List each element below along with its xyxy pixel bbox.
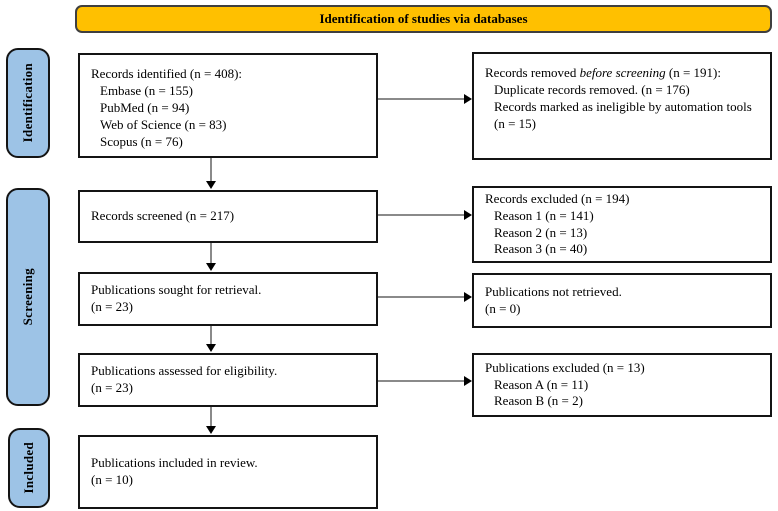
box-title: Publications excluded (n = 13) [485, 359, 645, 375]
box-item: Duplicate records removed. (n = 176) [494, 81, 690, 97]
banner-identification-via-databases: Identification of studies via databases [75, 5, 772, 33]
arrow-head-down-icon [206, 426, 216, 434]
stage-label-text: Screening [20, 268, 35, 326]
box-title: Records identified (n = 408): [91, 66, 243, 81]
arrow-shaft [378, 380, 465, 382]
publications-included-box: Publications included in review. (n = 10… [78, 435, 378, 509]
publications-assessed-box: Publications assessed for eligibility. (… [78, 353, 378, 407]
box-item: Reason 1 (n = 141) [494, 207, 594, 223]
arrow-head-down-icon [206, 263, 216, 271]
publications-not-retrieved-box: Publications not retrieved. (n = 0) [472, 273, 772, 328]
arrow-head-down-icon [206, 181, 216, 189]
arrow-shaft [378, 296, 465, 298]
arrow-head-right-icon [464, 94, 472, 104]
title-prefix: Records removed [485, 65, 580, 80]
box-item: Scopus (n = 76) [100, 133, 183, 149]
box-item: Reason B (n = 2) [494, 393, 583, 409]
arrow-assessed-to-included [206, 407, 216, 434]
stage-label-text: Included [21, 442, 36, 494]
arrow-head-right-icon [464, 376, 472, 386]
publications-excluded-box: Publications excluded (n = 13) Reason A … [472, 353, 772, 417]
box-count: (n = 0) [485, 300, 521, 316]
title-suffix: (n = 191): [665, 65, 721, 80]
arrow-shaft [210, 407, 212, 427]
title-italic: before screening [579, 65, 666, 80]
stage-label-identification: Identification [6, 48, 50, 158]
stage-label-text: Identification [20, 63, 35, 143]
arrow-shaft [210, 326, 212, 345]
arrow-identified-to-screened [206, 158, 216, 189]
arrow-sought-to-assessed [206, 326, 216, 352]
banner-title: Identification of studies via databases [319, 11, 528, 26]
arrow-assessed-to-pubs-excluded [378, 376, 472, 386]
arrow-sought-to-not-retrieved [378, 292, 472, 302]
arrow-screened-to-sought [206, 243, 216, 271]
box-item: (n = 15) [494, 115, 536, 131]
arrow-shaft [210, 243, 212, 264]
box-count: (n = 23) [91, 380, 133, 395]
box-count: (n = 23) [91, 299, 133, 314]
box-title: Publications included in review. [91, 455, 258, 471]
box-item: Reason 2 (n = 13) [494, 224, 588, 240]
stage-label-included: Included [8, 428, 50, 508]
box-title: Publications not retrieved. [485, 283, 622, 299]
box-item: Embase (n = 155) [100, 82, 193, 98]
records-screened-box: Records screened (n = 217) [78, 190, 378, 243]
arrow-screened-to-excluded [378, 210, 472, 220]
records-excluded-box: Records excluded (n = 194) Reason 1 (n =… [472, 186, 772, 263]
publications-sought-box: Publications sought for retrieval. (n = … [78, 272, 378, 326]
box-title: Records removed before screening (n = 19… [485, 65, 762, 82]
arrow-head-down-icon [206, 344, 216, 352]
arrow-shaft [378, 214, 465, 216]
box-item: Reason A (n = 11) [494, 376, 589, 392]
arrow-identified-to-removed [378, 94, 472, 104]
box-item: PubMed (n = 94) [100, 99, 190, 115]
arrow-shaft [210, 158, 212, 182]
box-title: Records excluded (n = 194) [485, 190, 630, 206]
box-item: Reason 3 (n = 40) [494, 241, 588, 257]
stage-label-screening: Screening [6, 188, 50, 406]
box-count: (n = 10) [91, 472, 133, 487]
records-identified-box: Records identified (n = 408): Embase (n … [78, 53, 378, 158]
box-item: Records marked as ineligible by automati… [494, 98, 752, 114]
arrow-head-right-icon [464, 292, 472, 302]
box-title: Publications assessed for eligibility. [91, 363, 278, 379]
box-item: Web of Science (n = 83) [100, 116, 227, 132]
arrow-head-right-icon [464, 210, 472, 220]
records-removed-box: Records removed before screening (n = 19… [472, 52, 772, 160]
box-title: Records screened (n = 217) [91, 208, 235, 224]
arrow-shaft [378, 98, 465, 100]
box-title: Publications sought for retrieval. [91, 282, 262, 298]
